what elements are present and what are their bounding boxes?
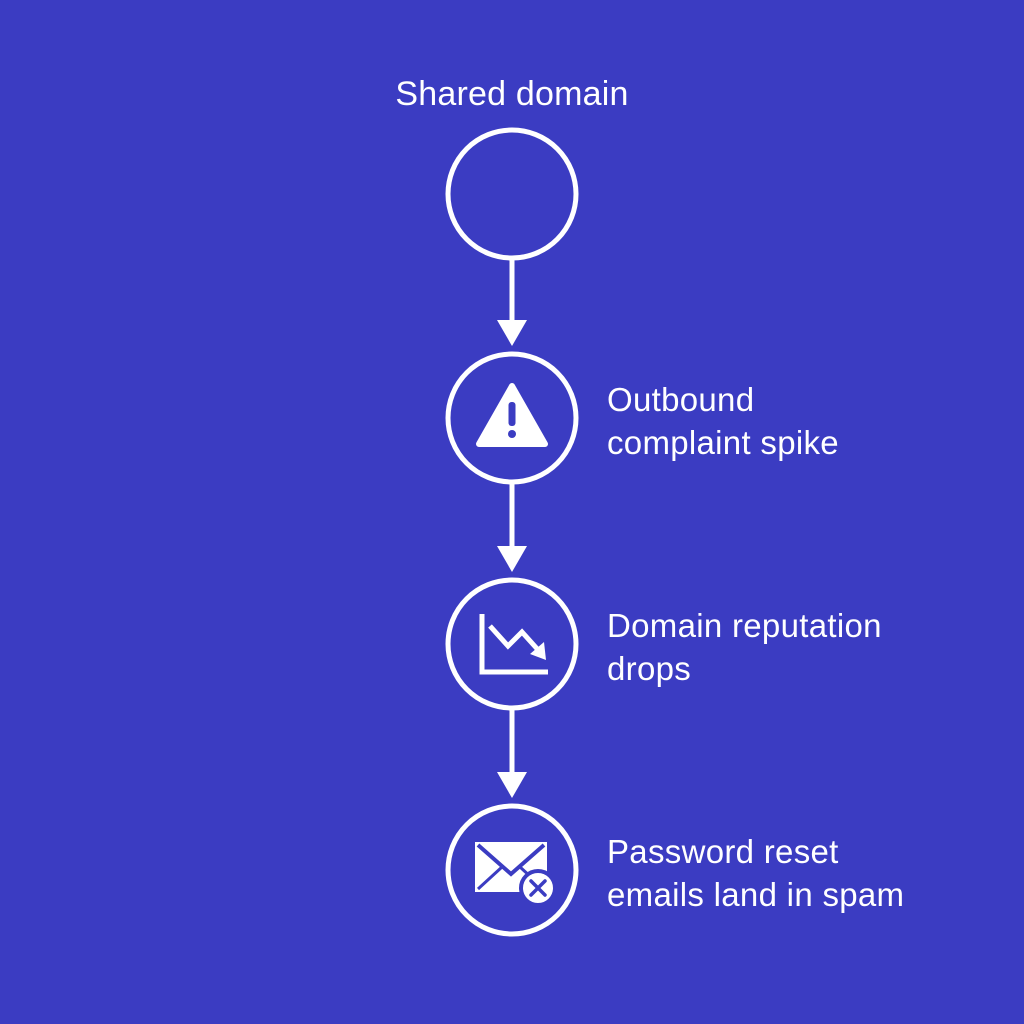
connector-arrow-2 <box>497 482 527 572</box>
step-label-line: emails land in spam <box>607 876 905 913</box>
step-label-reputation-drops: Domain reputation drops <box>607 604 1007 690</box>
step-label-line: complaint spike <box>607 424 839 461</box>
connector-arrow-1 <box>497 258 527 346</box>
diagram-title: Shared domain <box>395 75 629 113</box>
step-label-complaint-spike: Outbound complaint spike <box>607 378 1007 464</box>
warning-icon <box>476 383 548 447</box>
trend-down-icon <box>479 614 548 675</box>
step-label-line: Outbound <box>607 381 755 418</box>
step-label-line: Domain reputation <box>607 607 882 644</box>
step-label-line: drops <box>607 650 692 687</box>
node-reputation-drops <box>445 577 579 711</box>
connector-arrow-3 <box>497 708 527 798</box>
node-complaint-spike <box>445 351 579 485</box>
step-label-spam: Password reset emails land in spam <box>607 830 1007 916</box>
step-label-line: Password reset <box>607 833 839 870</box>
node-spam <box>445 803 579 937</box>
node-shared-domain <box>445 127 579 261</box>
mail-error-icon <box>475 842 557 907</box>
